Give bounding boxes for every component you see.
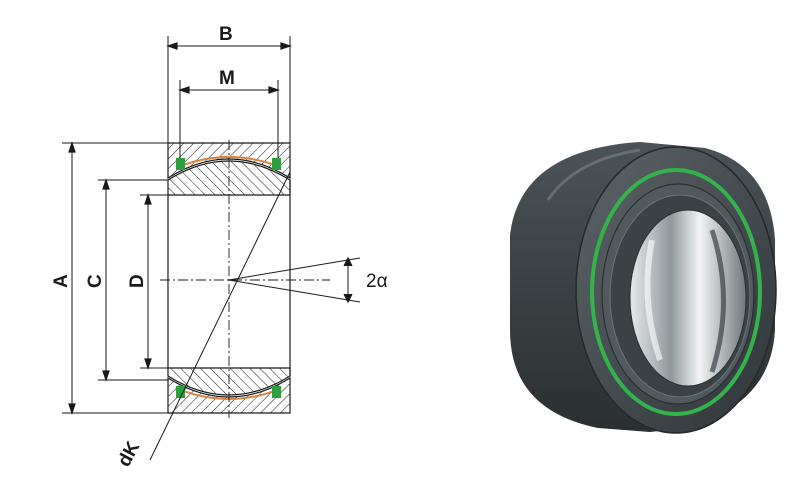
dim-b-arrow-right (280, 42, 292, 50)
seal-top-left (176, 158, 185, 170)
label-2alpha: 2α (366, 271, 388, 292)
label-c: C (85, 274, 106, 288)
dim-b-arrow-left (166, 42, 178, 50)
seal-bottom-right (272, 386, 281, 398)
dk-diagonal-line (149, 171, 291, 461)
dim-m-arrow-right (268, 86, 280, 94)
alpha-arrowhead-bottom (343, 293, 353, 304)
bearing-3d-render (510, 142, 777, 434)
label-d: D (127, 274, 148, 288)
seal-bottom-left (176, 386, 185, 398)
label-m: M (219, 68, 235, 89)
dim-a-arrow-bottom (68, 403, 76, 415)
dim-d-arrow-bottom (144, 358, 152, 370)
dim-c-arrow-top (102, 178, 110, 190)
outer-ring-section-bottom (167, 376, 291, 414)
contact-arc-top (177, 156, 281, 168)
dim-d-arrow-top (144, 193, 152, 205)
label-a: A (51, 274, 72, 288)
seal-ring (590, 168, 762, 416)
seal-top-right (272, 158, 281, 170)
label-dk: dK (114, 438, 145, 470)
outer-ring-section-top (167, 142, 291, 180)
label-b: B (219, 24, 233, 45)
dim-m-arrow-left (178, 86, 190, 94)
section-drawing (62, 36, 361, 461)
dim-c-arrow-bottom (102, 370, 110, 382)
alpha-arrowhead-top (343, 256, 353, 267)
alpha-line-lower (228, 279, 361, 303)
dim-a-arrow-top (68, 141, 76, 153)
alpha-line-upper (228, 257, 361, 281)
